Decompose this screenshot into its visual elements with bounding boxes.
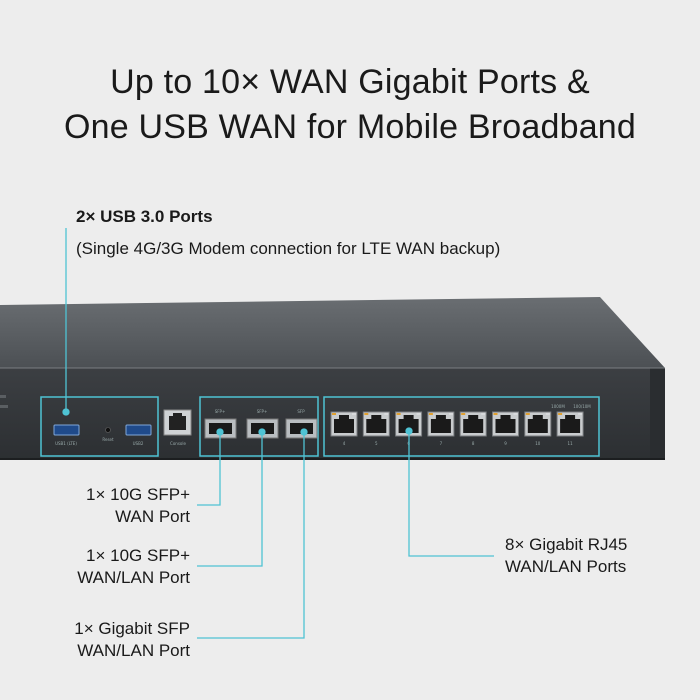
rj45-speed-1000m: 1000M: [551, 404, 565, 409]
callout-sfp-wanlan-line-1: 1× 10G SFP+: [86, 546, 190, 565]
usb-callout-title: 2× USB 3.0 Ports: [76, 207, 213, 226]
callout-gigabit-sfp-line-2: WAN/LAN Port: [77, 641, 190, 660]
callout-gigabit-sfp-line-1: 1× Gigabit SFP: [74, 619, 190, 638]
rj45-port[interactable]: [524, 411, 552, 437]
callout-rj45-ports-line-2: WAN/LAN Ports: [505, 557, 627, 576]
usb-callout: 2× USB 3.0 Ports (Single 4G/3G Modem con…: [76, 205, 500, 261]
sfp-port-3-label: SFP: [297, 409, 305, 414]
sfp-port-1-label: SFP+: [215, 409, 226, 414]
rj45-port-number: 4: [343, 441, 346, 446]
rj45-port[interactable]: [556, 411, 584, 437]
chassis-ear: [650, 368, 665, 460]
console-label: Console: [170, 441, 186, 446]
callout-sfp-wan-line-2: WAN Port: [115, 507, 190, 526]
callout-rj45-ports: 8× Gigabit RJ45 WAN/LAN Ports: [505, 534, 695, 578]
rj45-port[interactable]: [395, 411, 423, 437]
reset-label: Reset: [102, 437, 114, 442]
rj45-speed-100m: 100/10M: [573, 404, 591, 409]
rj45-port-number: 8: [472, 441, 475, 446]
headline-line-1: Up to 10× WAN Gigabit Ports &: [110, 63, 590, 101]
sfp-port-2-label: SFP+: [257, 409, 268, 414]
rj45-port-number: 9: [504, 441, 507, 446]
rj45-port-number: 5: [375, 441, 378, 446]
rj45-port[interactable]: [330, 411, 358, 437]
rj45-port[interactable]: [427, 411, 455, 437]
callout-sfp-wanlan-line-2: WAN/LAN Port: [77, 568, 190, 587]
callout-rj45-ports-line-1: 8× Gigabit RJ45: [505, 535, 628, 554]
rj45-port[interactable]: [362, 411, 390, 437]
usb-highlight-box: [40, 396, 159, 457]
usb-callout-subtitle: (Single 4G/3G Modem connection for LTE W…: [76, 239, 501, 258]
rj45-port-number: 10: [535, 441, 541, 446]
headline: Up to 10× WAN Gigabit Ports & One USB WA…: [0, 60, 700, 150]
headline-line-2: One USB WAN for Mobile Broadband: [63, 108, 637, 146]
callout-sfp-wan-line-1: 1× 10G SFP+: [86, 485, 190, 504]
reset-button[interactable]: [105, 427, 111, 433]
callout-sfp-wanlan: 1× 10G SFP+ WAN/LAN Port: [0, 545, 190, 589]
callout-sfp-wan: 1× 10G SFP+ WAN Port: [0, 484, 190, 528]
usb1-port: [53, 424, 80, 436]
sfp-port-1[interactable]: [204, 418, 237, 439]
console-port[interactable]: [163, 409, 192, 436]
callout-gigabit-sfp: 1× Gigabit SFP WAN/LAN Port: [0, 618, 190, 662]
rj45-port[interactable]: [459, 411, 487, 437]
rj45-port-number: 11: [568, 441, 574, 446]
rj45-port[interactable]: [492, 411, 519, 437]
chassis-top: [0, 297, 665, 372]
usb2-port: [125, 424, 152, 436]
sfp-port-3[interactable]: [285, 418, 318, 439]
usb2-label: USB2: [133, 441, 144, 446]
rj45-port-number: 7: [440, 441, 443, 446]
usb1-label: USB1 (LTE): [55, 441, 77, 446]
sfp-port-2[interactable]: [246, 418, 279, 439]
